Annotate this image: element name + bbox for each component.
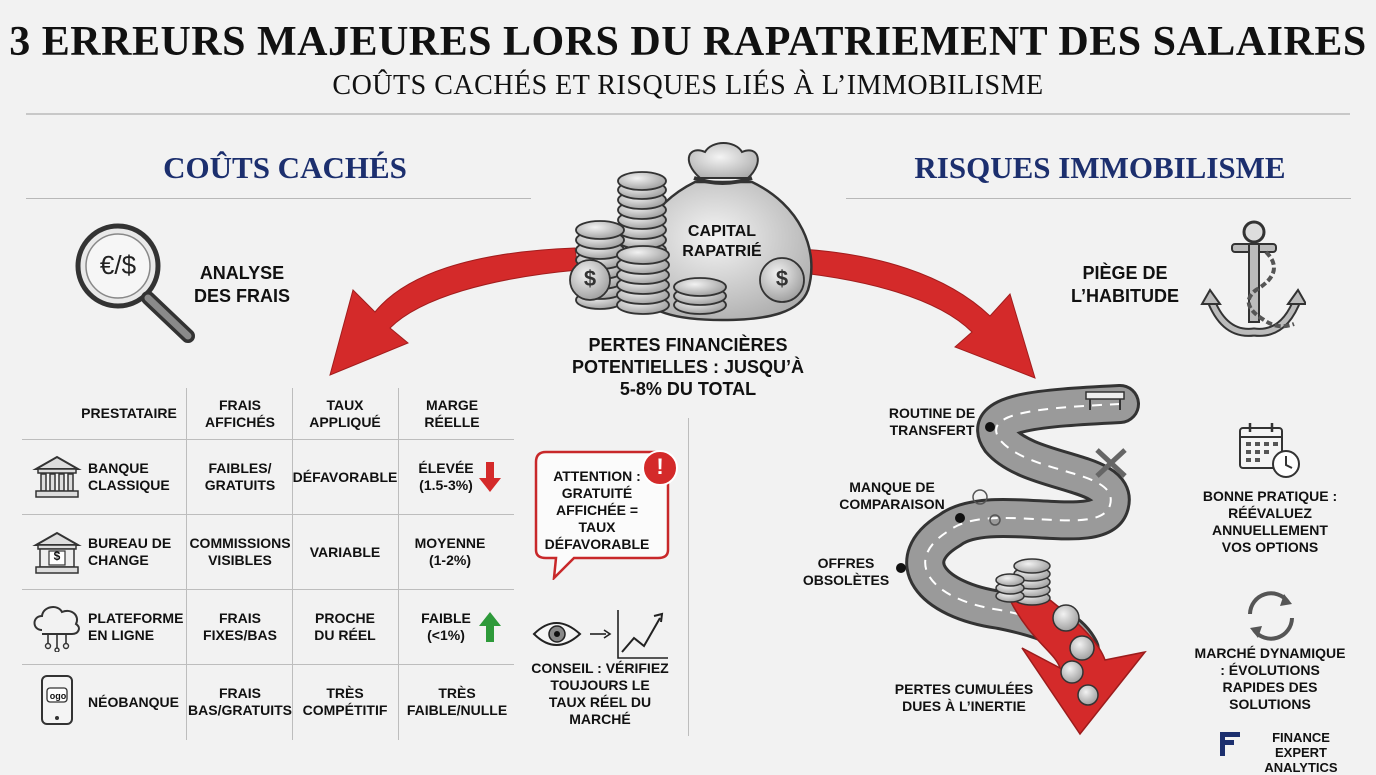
table-cell-fees: FRAIS BAS/GRATUITS	[188, 685, 292, 718]
neobank-logo-text: ogo	[49, 691, 67, 701]
right-section-divider	[846, 198, 1351, 199]
coin-symbol: $	[583, 266, 597, 291]
dynamic-market-text: MARCHÉ DYNAMIQUE : ÉVOLUTIONS RAPIDES DE…	[1194, 645, 1346, 712]
table-cell-rate: TRÈS COMPÉTITIF	[302, 685, 388, 718]
left-red-arrow	[329, 247, 579, 376]
col-header-provider: PRESTATAIRE	[81, 405, 177, 421]
page-subtitle: COÛTS CACHÉS ET RISQUES LIÉS À L’IMMOBIL…	[332, 70, 1044, 101]
road-label-losses: PERTES CUMULÉES DUES À L’INERTIE	[894, 681, 1034, 714]
arrow-down-icon	[479, 462, 501, 492]
brand-name: FINANCE EXPERT ANALYTICS	[1264, 730, 1338, 775]
table-cell-provider: BUREAU DE CHANGE	[88, 535, 172, 568]
table-cell-rate: DÉFAVORABLE	[292, 468, 398, 485]
brand-logo-icon	[1220, 732, 1240, 756]
table-cell-margin: TRÈS FAIBLE/NULLE	[406, 685, 508, 718]
warning-icon	[642, 450, 678, 486]
header-divider	[26, 113, 1350, 115]
neobank-phone-icon	[41, 675, 73, 725]
table-cell-rate: VARIABLE	[309, 543, 381, 560]
habit-trap-label: PIÈGE DE L’HABITUDE	[1071, 263, 1179, 306]
road-label-comparison: MANQUE DE COMPARAISON	[839, 479, 945, 512]
exchange-icon-symbol: $	[53, 549, 61, 563]
road-label-routine: ROUTINE DE TRANSFERT	[888, 405, 976, 438]
hidden-costs-title: COÛTS CACHÉS	[163, 150, 407, 185]
table-cell-margin: FAIBLE (<1%)	[421, 610, 471, 643]
anchor-icon	[1200, 220, 1306, 337]
cloud-platform-icon	[33, 606, 80, 652]
fee-analysis-label: ANALYSE DES FRAIS	[193, 263, 290, 306]
right-red-arrow	[771, 247, 1036, 379]
col-header-applied-rate: TAUX APPLIQUÉ	[309, 396, 381, 430]
table-cell-fees: FAIBLES/ GRATUITS	[204, 460, 276, 493]
table-cell-provider: BANQUE CLASSIQUE	[88, 460, 170, 493]
arrow-up-icon	[479, 612, 501, 642]
road-label-offers: OFFRES OBSOLÈTES	[802, 555, 890, 588]
potential-losses-text: PERTES FINANCIÈRES POTENTIELLES : JUSQU’…	[571, 335, 805, 399]
col-header-real-margin: MARGE RÉELLE	[424, 396, 480, 430]
warning-mark: !	[656, 454, 664, 479]
currency-icon: €/$	[99, 250, 137, 280]
bank-icon	[32, 455, 82, 498]
col-header-displayed-fees: FRAIS AFFICHÉS	[205, 396, 275, 430]
table-cell-margin: ÉLEVÉE (1.5-3%)	[418, 460, 474, 493]
good-practice-text: BONNE PRATIQUE : RÉÉVALUEZ ANNUELLEMENT …	[1202, 488, 1338, 555]
table-cell-provider: PLATEFORME EN LIGNE	[88, 610, 184, 643]
magnifier-icon	[75, 223, 195, 343]
table-cell-rate: PROCHE DU RÉEL	[314, 610, 376, 643]
left-section-divider	[26, 198, 531, 199]
immobilism-risks-title: RISQUES IMMOBILISME	[914, 150, 1286, 185]
exchange-office-icon	[32, 531, 82, 574]
refresh-cycle-icon	[1248, 591, 1294, 641]
table-cell-fees: FRAIS FIXES/BAS	[203, 610, 277, 643]
eye-chart-icon	[532, 610, 668, 659]
table-cell-fees: COMMISSIONS VISIBLES	[189, 535, 291, 568]
money-bag-label: CAPITAL RAPATRIÉ	[682, 223, 762, 260]
warning-bubble	[534, 450, 670, 580]
fees-table: PRESTATAIRE FRAIS AFFICHÉS TAUX APPLIQUÉ…	[22, 388, 514, 740]
table-cell-provider: NÉOBANQUE	[88, 693, 180, 710]
center-divider	[688, 418, 689, 736]
table-cell-margin: MOYENNE (1-2%)	[414, 535, 486, 568]
page-title: 3 ERREURS MAJEURES LORS DU RAPATRIEMENT …	[9, 19, 1367, 65]
coin-stack-icon	[569, 171, 805, 315]
coin-symbol: $	[775, 266, 789, 291]
calendar-clock-icon	[1239, 423, 1300, 478]
